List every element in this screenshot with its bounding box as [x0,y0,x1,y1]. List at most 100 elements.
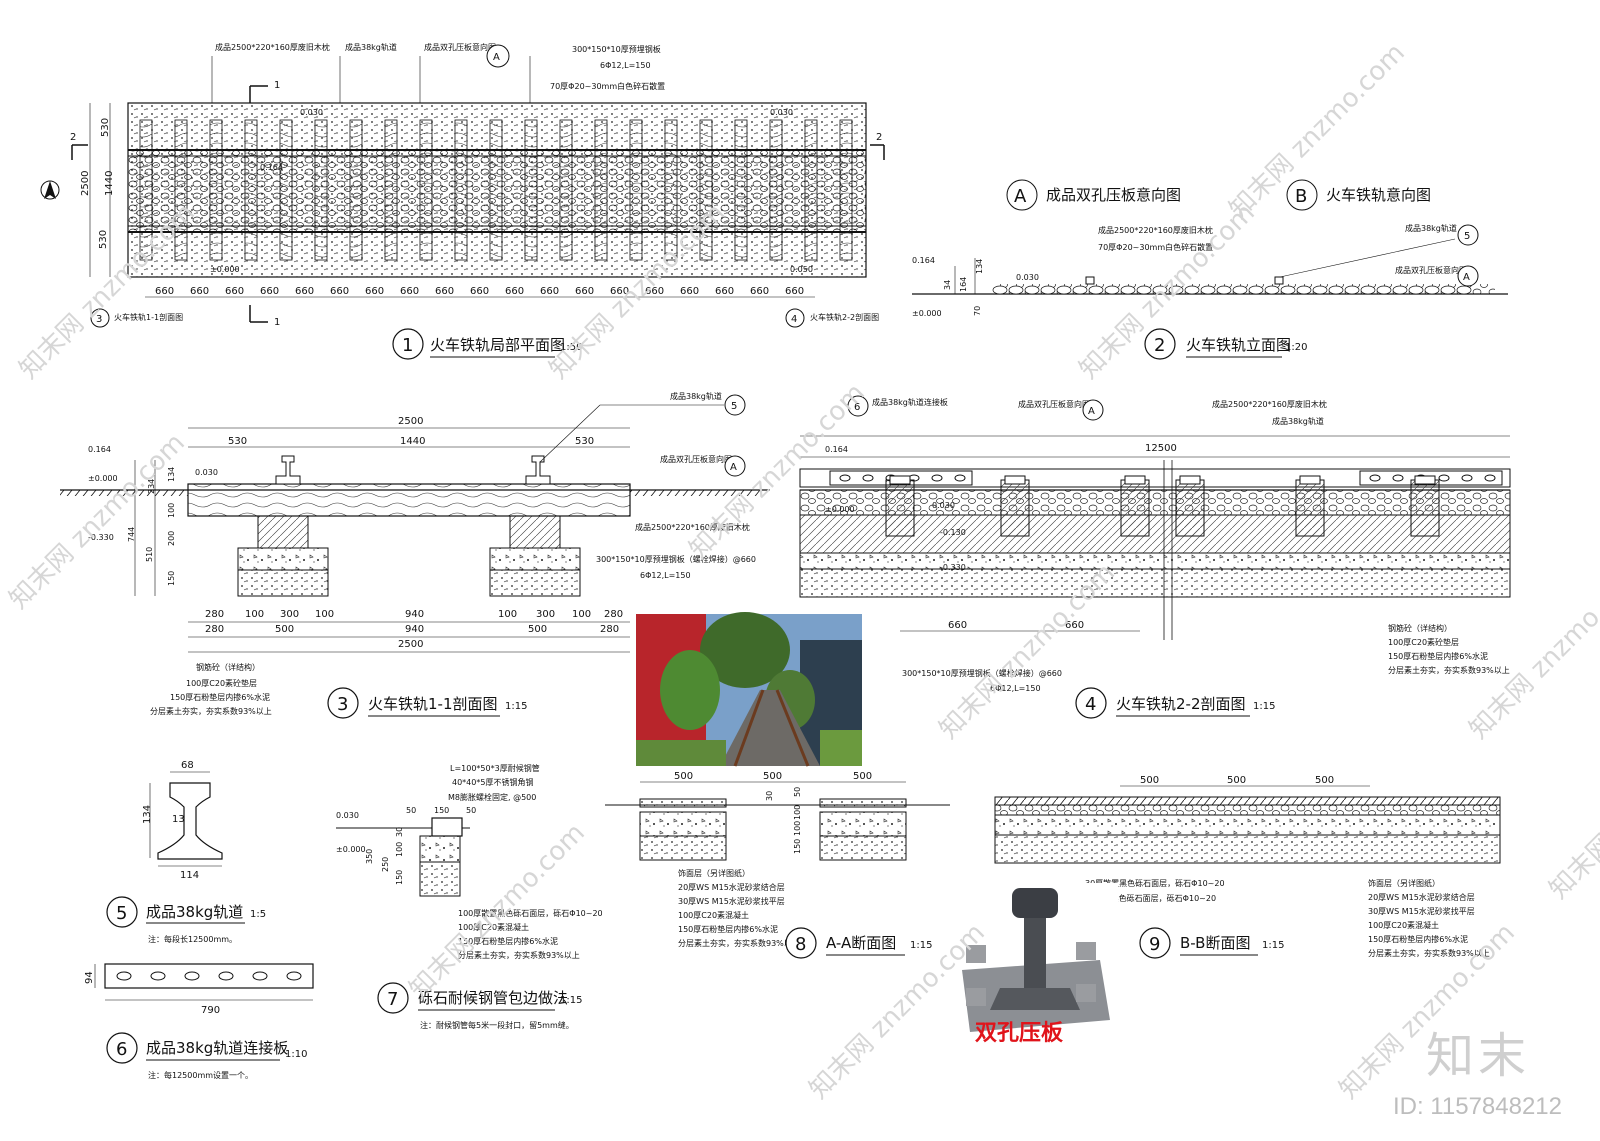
plan-spacing-dim: 660 [575,286,594,297]
sleeper [174,119,188,261]
clamp [1124,475,1146,485]
gravel-stone [1168,285,1184,295]
edge-level-2: ±0.000 [336,845,366,854]
plan-spacing-dim: 660 [750,286,769,297]
d6-title: 成品38kg轨道连接板 [146,1039,288,1057]
aa-dim-500a: 500 [674,771,693,782]
plan-view: 成品2500*220*160厚废旧木枕 成品38kg轨道 成品双孔压板意向图 A… [40,42,885,360]
rail-w-base: 114 [180,870,199,881]
elev-ref-5: 5 [1464,231,1470,242]
d6-num: 6 [116,1039,127,1060]
bb-layer-2: 20厚WS M15水泥砂浆结合层 [1368,892,1475,902]
bolt-hole [862,474,874,482]
plan-dim-530b: 530 [98,230,109,249]
d4-scale: 1:15 [1253,701,1275,712]
gravel-stone [1392,285,1408,295]
aa-dim-150: 150 [793,839,802,854]
bb-dim-500b: 500 [1227,775,1246,786]
plan-spacing-dim: 660 [155,286,174,297]
s11-bottom-dim: 280 [600,624,619,635]
plan-level-3: ±0.000 [210,265,240,274]
s11-vdim-100: 100 [167,503,176,518]
gravel-stone [1328,285,1344,295]
edge-dim-150v: 150 [395,870,404,885]
edge-dim-100: 100 [395,842,404,857]
d2-scale: 1:20 [1285,342,1307,353]
gravel-stone [1184,285,1200,295]
plan-level-1: 0.030 [300,108,323,117]
plan-section-2-left: 2 [70,132,76,143]
d3-scale: 1:15 [505,701,527,712]
plan-callout-4: 300*150*10厚预埋钢板 [572,44,661,54]
d7-title: 砾石耐候钢管包边做法 [418,989,568,1007]
s22-level-2: ±0.000 [825,505,855,514]
elev-dim-164: 164 [959,277,968,292]
plan-dim-1440: 1440 [104,171,115,196]
bb-dim-500c: 500 [1315,775,1334,786]
d9-scale: 1:15 [1262,940,1284,951]
embedded-plate [1175,479,1205,537]
plan-spacing-dim: 660 [680,286,699,297]
sleeper [349,119,363,261]
d2-num: 2 [1154,335,1165,356]
s11-ref-a: A [730,462,737,473]
sleeper [384,119,398,261]
d6-scale: 1:10 [285,1049,307,1060]
railway-photo [636,612,862,767]
brand-id: ID: 1157848212 [1392,1093,1562,1120]
aa-layer-6: 分层素土夯实，夯实系数93%以上 [678,938,800,948]
s11-level-3: -0.330 [88,533,114,542]
bb-left-1: 30厚散置黑色砾石面层，砾石Φ10~20 [1085,878,1225,888]
gravel-stone [1072,285,1088,295]
s11-callout-3: 成品2500*220*160厚废旧木枕 [635,522,750,532]
s11-vdim-200: 200 [167,531,176,546]
d7-note: 注：耐候钢管每5米一段封口，留5mm缝。 [420,1020,574,1030]
d3-title: 火车铁轨1-1剖面图 [368,695,498,713]
sleeper [769,119,783,261]
sleeper [279,119,293,261]
d5-title: 成品38kg轨道 [146,903,243,921]
bb-layer-1: 饰面层（另详图纸） [1368,878,1440,888]
s11-callout-5: 6Φ12,L=150 [640,571,691,580]
s11-vdim-150: 150 [167,571,176,586]
gravel-stone [1408,285,1424,295]
plan-mark-a: A [493,52,500,63]
s22-top-12500: 12500 [1145,443,1177,454]
s11-level-1: 0.164 [88,445,111,454]
s11-bottom-dim: 100 [572,609,591,620]
plan-spacing-dim: 660 [470,286,489,297]
plan-dim-530a: 530 [100,118,111,137]
gravel-stone [1120,285,1136,295]
gravel-stone [1296,285,1312,295]
s22-level-1: 0.164 [825,445,848,454]
rail-section-icon [157,782,223,860]
aa-dim-50: 50 [793,787,802,797]
plate-hole [218,971,234,981]
gravel-stone [1056,285,1072,295]
s11-bottom-dim: 940 [405,624,424,635]
plan-level-5: 0.030 [770,108,793,117]
sleeper [804,119,818,261]
gravel-stone [992,285,1008,295]
bb-dim-500a: 500 [1140,775,1159,786]
embedded-plate [885,479,915,537]
s11-top-530b: 530 [575,436,594,447]
plan-spacing-dim: 660 [260,286,279,297]
d6-note: 注：每12500mm设置一个。 [148,1070,253,1080]
s11-vdim-234: 234 [147,479,156,494]
d2-title: 火车铁轨立面图 [1186,336,1291,354]
plan-spacing-dim: 660 [400,286,419,297]
sleeper [244,119,258,261]
plan-spacing-dim: 660 [365,286,384,297]
plan-section-2-right: 2 [876,132,882,143]
gravel-stone [1232,285,1248,295]
sleeper [524,119,538,261]
aa-layer-5: 150厚石粉垫层内掺6%水泥 [678,924,778,934]
edge-detail: L=100*50*3厚耐候钢管 40*40*5厚不锈钢角钢 M8膨胀螺栓固定, … [336,763,603,1030]
gravel-stone [1280,285,1296,295]
bb-layer-3: 30厚WS M15水泥砂浆找平层 [1368,906,1475,916]
plan-ref-4-num: 4 [791,314,797,325]
s11-bottom-dim: 280 [604,609,623,620]
plan-spacing-dim: 660 [540,286,559,297]
clamp [1004,475,1026,485]
